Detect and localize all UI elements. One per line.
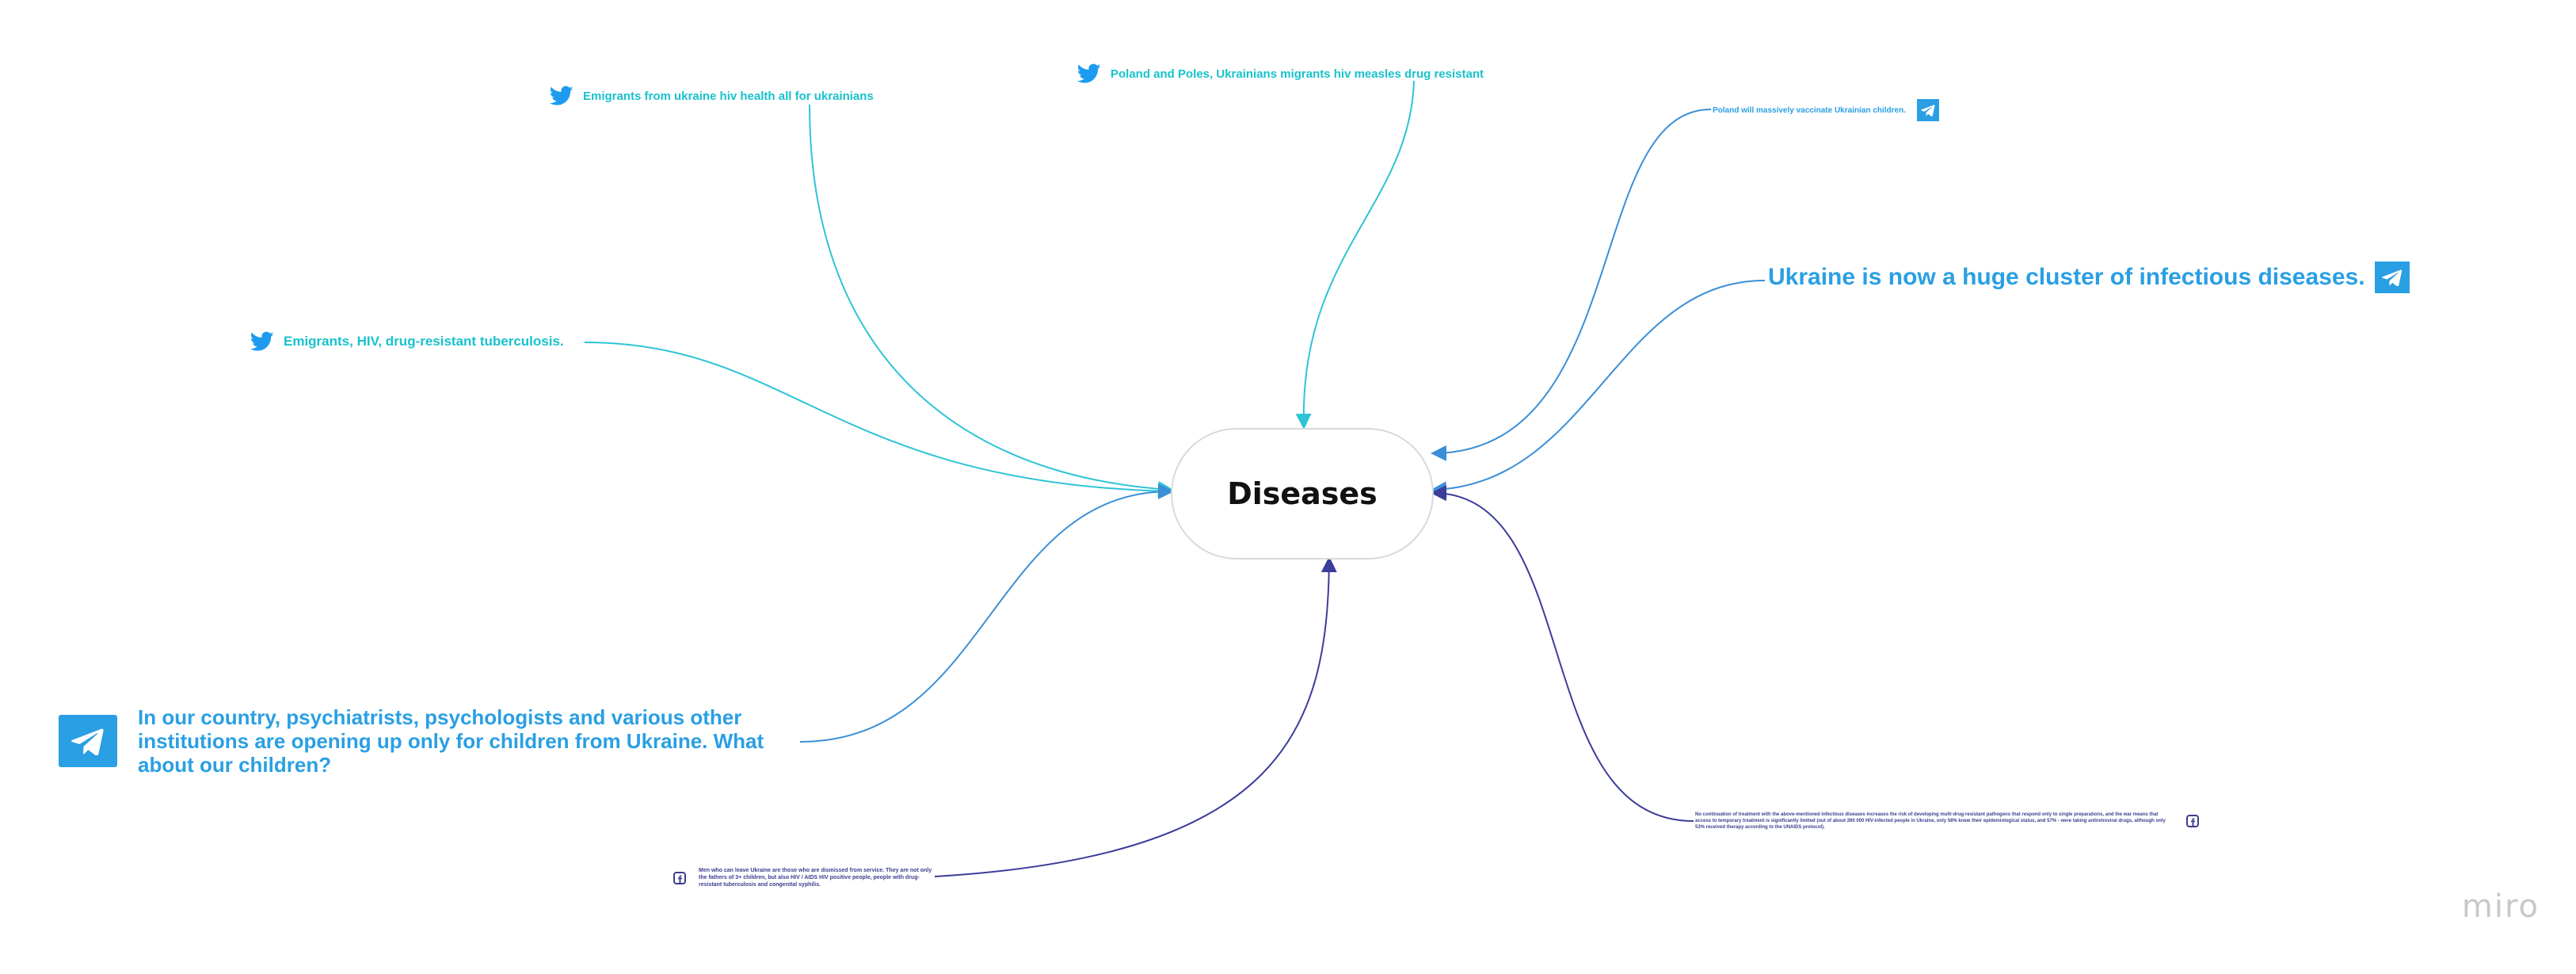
node-men-leave[interactable]: Men who can leave Ukraine are those who … <box>673 867 936 888</box>
node-poland-vaccinate[interactable]: Poland will massively vaccinate Ukrainia… <box>1713 99 1939 121</box>
connector-emigrants-hiv-health[interactable] <box>809 104 1174 497</box>
node-emigrants-hiv-health[interactable]: Emigrants from ukraine hiv health all fo… <box>550 86 874 106</box>
node-discontinuation[interactable]: No continuation of treatment with the ab… <box>1695 812 2199 831</box>
node-poland-poles[interactable]: Poland and Poles, Ukrainians migrants hi… <box>1077 63 1484 84</box>
node-discontinuation-text: No continuation of treatment with the ab… <box>1695 812 2166 830</box>
central-topic-label: Diseases <box>1227 476 1378 511</box>
connector-emigrants-tb[interactable] <box>584 342 1174 499</box>
node-psychiatrists-text: In our country, psychiatrists, psycholog… <box>138 705 764 777</box>
twitter-bird-icon <box>1077 63 1101 84</box>
node-psychiatrists[interactable]: In our country, psychiatrists, psycholog… <box>59 705 787 777</box>
telegram-icon <box>59 715 117 767</box>
node-poland-poles-text: Poland and Poles, Ukrainians migrants hi… <box>1111 67 1484 81</box>
connector-poland-poles[interactable] <box>1295 80 1415 430</box>
node-emigrants-hiv-health-text: Emigrants from ukraine hiv health all fo… <box>583 89 874 103</box>
connector-psychiatrists[interactable] <box>799 483 1174 743</box>
node-emigrants-tb[interactable]: Emigrants, HIV, drug-resistant tuberculo… <box>250 331 564 352</box>
node-ukraine-cluster[interactable]: Ukraine is now a huge cluster of infecti… <box>1768 262 2410 293</box>
telegram-icon <box>1917 99 1939 121</box>
facebook-icon <box>2186 815 2199 827</box>
twitter-bird-icon <box>550 86 574 106</box>
node-men-leave-text: Men who can leave Ukraine are those who … <box>699 868 932 888</box>
central-topic-node[interactable]: Diseases <box>1171 428 1434 560</box>
node-ukraine-cluster-text: Ukraine is now a huge cluster of infecti… <box>1768 264 2365 290</box>
connector-poland-vaccinate[interactable] <box>1431 109 1712 461</box>
connector-discontinuation[interactable] <box>1431 485 1694 822</box>
telegram-icon <box>2374 262 2410 293</box>
node-poland-vaccinate-text: Poland will massively vaccinate Ukrainia… <box>1713 105 1906 115</box>
connector-men-leave[interactable] <box>934 556 1337 877</box>
twitter-bird-icon <box>250 331 274 352</box>
node-emigrants-tb-text: Emigrants, HIV, drug-resistant tuberculo… <box>284 334 564 349</box>
miro-logo: miro <box>2461 888 2540 925</box>
facebook-icon <box>673 871 686 884</box>
connector-ukraine-cluster[interactable] <box>1431 280 1766 498</box>
